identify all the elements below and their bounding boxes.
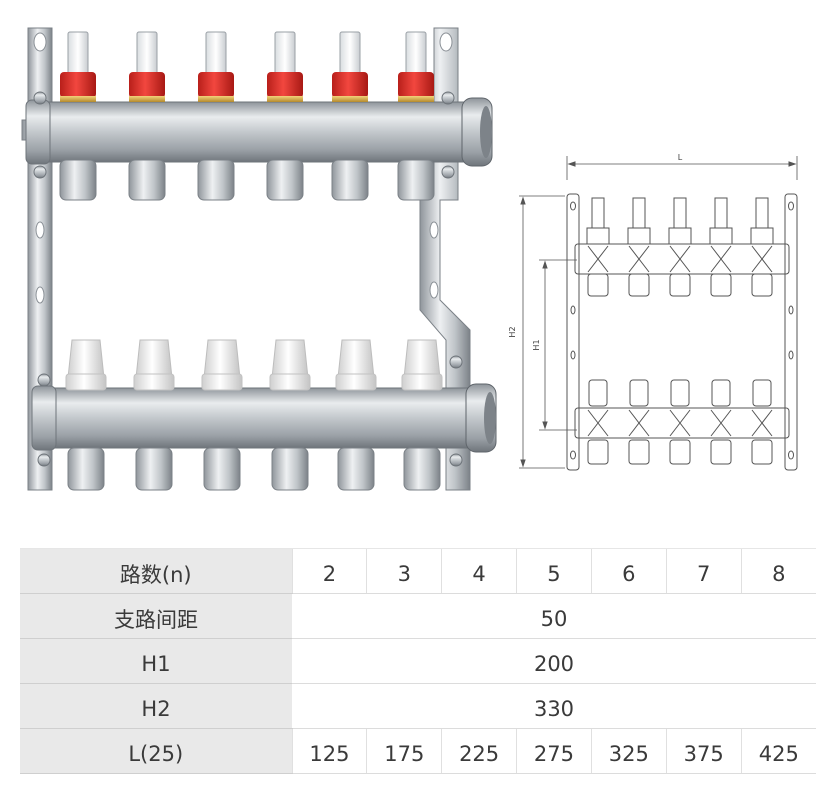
- dimension-drawing: L H2 H1: [508, 153, 798, 471]
- table-cell: 200: [292, 638, 816, 684]
- table-cell: 50: [292, 593, 816, 639]
- table-cell: 275: [516, 728, 592, 774]
- dim-label-h1: H1: [532, 339, 541, 350]
- spec-table: 路数(n) 2 3 4 5 6 7 8 支路间距 50 H1 200 H2 33…: [20, 548, 816, 774]
- supply-bar: [25, 91, 493, 179]
- table-cell: 330: [292, 683, 816, 729]
- table-cell: 425: [740, 728, 816, 774]
- table-cell: 2: [291, 548, 367, 594]
- table-cell: 7: [665, 548, 742, 594]
- row-header: L(25): [20, 728, 292, 774]
- manifold-photo: [21, 27, 497, 491]
- return-bar: [31, 355, 497, 467]
- row-header: 路数(n): [20, 548, 292, 594]
- table-cell: 125: [291, 728, 367, 774]
- row-header: H2: [20, 683, 292, 729]
- table-cell: 325: [590, 728, 667, 774]
- row-header: 支路间距: [20, 593, 292, 639]
- table-row: L(25) 125 175 225 275 325 375 425: [20, 728, 816, 774]
- flowmeters: [59, 31, 435, 201]
- table-cell: 225: [441, 728, 517, 774]
- table-row: H1 200: [20, 638, 816, 684]
- table-row: H2 330: [20, 683, 816, 729]
- table-cell: 375: [665, 728, 742, 774]
- table-cell: 6: [590, 548, 667, 594]
- row-header: H1: [20, 638, 292, 684]
- table-cell: 3: [366, 548, 442, 594]
- valve-caps: [65, 339, 443, 491]
- table-cell: 8: [740, 548, 816, 594]
- table-cell: 5: [516, 548, 592, 594]
- table-row: 支路间距 50: [20, 593, 816, 639]
- table-cell: 4: [441, 548, 517, 594]
- dim-label-h2: H2: [508, 326, 517, 337]
- table-cell: 175: [366, 728, 442, 774]
- dim-label-l: L: [678, 153, 683, 162]
- table-row: 路数(n) 2 3 4 5 6 7 8: [20, 548, 816, 594]
